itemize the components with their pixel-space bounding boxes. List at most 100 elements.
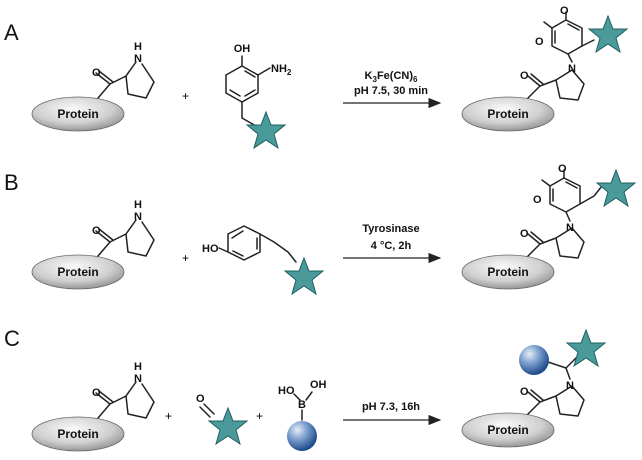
nh2-label: NH2 (271, 63, 292, 77)
product-c: Protein O N (461, 328, 607, 448)
bond (97, 83, 111, 99)
sphere-substituent-icon (287, 421, 317, 451)
panel-c: C Protein O N H + O + HO OH B pH 7.3, 16… (4, 326, 607, 452)
aldehyde-reagent: O (196, 393, 249, 446)
aldehyde-double-bond (199, 403, 215, 418)
pyrrolidine-ring (125, 61, 155, 99)
boronic-acid-reagent: HO OH B (278, 379, 327, 451)
linker-bond (581, 39, 595, 47)
carbonyl-o: O (92, 225, 101, 237)
ch-sphere-bond (547, 361, 567, 369)
condition: pH 7.3, 16h (362, 401, 420, 413)
ethyl-linker (259, 233, 297, 263)
carbonyl-bond (95, 72, 111, 85)
plus-sign-2: + (256, 409, 263, 423)
boronic-ho: HO (278, 385, 295, 397)
plus-sign: + (182, 89, 189, 103)
carbonyl-o: O (92, 67, 101, 79)
boronic-bonds (293, 391, 313, 421)
carbonyl-o: O (520, 70, 529, 82)
product-b: Protein O N O O (461, 163, 637, 290)
product-a: Protein O N O O (461, 5, 629, 132)
protein-ellipse (31, 416, 125, 452)
nh-label: H (134, 361, 142, 373)
reaction-arrow-a: K3Fe(CN)6 pH 7.5, 30 min (343, 70, 442, 109)
protein-label: Protein (487, 423, 528, 437)
quinone-double-bonds (554, 23, 580, 44)
quinone-o-top: O (560, 5, 569, 17)
ho-label: HO (202, 243, 219, 255)
quinone-o-left: O (535, 36, 544, 48)
ring-double-bonds (229, 70, 256, 97)
plus-sign-1: + (165, 409, 172, 423)
reactant-protein-proline-b: Protein O N H (31, 199, 155, 290)
aminophenol-reagent: OH NH2 (225, 43, 292, 150)
n-label: N (134, 211, 142, 223)
nh-label: H (134, 41, 142, 53)
n-label: N (568, 63, 576, 75)
carbonyl-o: O (520, 228, 529, 240)
protein-label: Protein (57, 107, 98, 121)
benzene-ring (225, 65, 259, 103)
pyrrolidine-ring (539, 69, 585, 101)
star-label-icon (283, 256, 325, 296)
ho-bond (218, 247, 229, 253)
oh-label: OH (234, 43, 251, 55)
n-label: N (134, 373, 142, 385)
condition-top: Tyrosinase (362, 223, 419, 235)
protein-ellipse (461, 96, 555, 132)
n-ring-bond (565, 211, 571, 222)
panel-letter-a: A (4, 20, 19, 45)
quinone-oxygens (543, 11, 567, 29)
panel-a: A Protein O N H + OH NH2 (4, 5, 629, 150)
reaction-arrow-b: Tyrosinase 4 °C, 2h (343, 223, 442, 264)
protein-ellipse (461, 412, 555, 448)
phenol-reagent: HO (202, 225, 325, 296)
protein-ellipse (31, 254, 125, 290)
pyrrolidine-ring (109, 381, 155, 419)
protein-label: Protein (57, 265, 98, 279)
reaction-arrow-c: pH 7.3, 16h (343, 401, 442, 426)
n-label: N (566, 222, 574, 234)
linker-bond (241, 101, 257, 127)
star-label-icon (565, 328, 607, 368)
boronic-oh: OH (310, 379, 327, 391)
carbonyl-bond-2 (98, 70, 114, 83)
protein-label: Protein (487, 265, 528, 279)
bond (109, 75, 127, 85)
reactant-protein-proline-a: Protein O N H (31, 41, 155, 132)
benzene-ring (227, 225, 261, 261)
condition-top: K3Fe(CN)6 (365, 70, 418, 84)
plus-sign: + (182, 251, 189, 265)
panel-letter-c: C (4, 326, 20, 351)
nh-label: H (134, 199, 142, 211)
n-label: N (566, 380, 574, 392)
quinone-o-top: O (558, 163, 567, 175)
protein-ellipse (31, 96, 125, 132)
condition-bottom: 4 °C, 2h (371, 240, 412, 252)
quinone-ring (549, 177, 581, 213)
star-label-icon (595, 168, 637, 208)
quinone-o-left: O (533, 194, 542, 206)
pyrrolidine-ring (539, 385, 585, 417)
pyrrolidine-ring (109, 219, 155, 257)
ring-double-bonds (231, 230, 258, 257)
nh2-bond (257, 67, 271, 76)
star-label-icon (207, 406, 249, 446)
quinone-double-bonds (552, 181, 578, 202)
protein-label: Protein (57, 427, 98, 441)
protein-label: Protein (487, 107, 528, 121)
quinone-ring (551, 19, 583, 55)
ethyl-linker (579, 185, 603, 205)
star-label-icon (245, 110, 287, 150)
aldehyde-o: O (196, 393, 205, 405)
n-label: N (134, 53, 142, 65)
panel-letter-b: B (4, 170, 19, 195)
star-label-icon (587, 14, 629, 54)
panel-b: B Protein O N H + HO Tyrosinase 4 °C, 2h (4, 163, 637, 296)
n-ch-bond (565, 367, 571, 380)
boron-label: B (298, 399, 306, 411)
n-ring-bond (567, 53, 573, 63)
